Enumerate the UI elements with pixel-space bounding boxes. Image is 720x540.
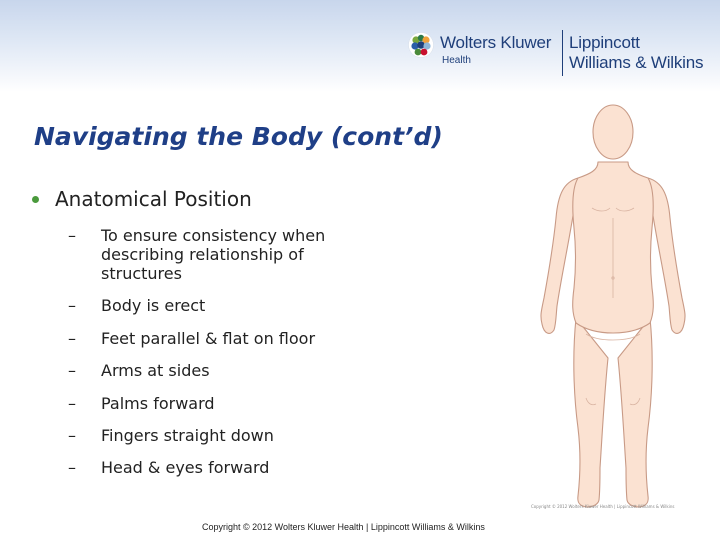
logo-divider: [562, 30, 563, 76]
dash-marker: –: [68, 394, 76, 413]
footer-copyright: Copyright © 2012 Wolters Kluwer Health |…: [202, 522, 485, 532]
imprint-name-line2: Williams & Wilkins: [569, 53, 704, 72]
bullet-dot-icon: [32, 196, 39, 203]
dash-marker: –: [68, 226, 76, 245]
slide-title: Navigating the Body (cont’d): [34, 122, 443, 151]
figure-right-leg: [617, 317, 653, 508]
publisher-logo: Wolters Kluwer Health Lippincott William…: [404, 28, 716, 82]
imprint-name-line1: Lippincott: [569, 33, 640, 52]
figure-head: [592, 104, 634, 160]
dash-marker: –: [68, 426, 76, 445]
publisher-division: Health: [442, 55, 471, 66]
figure-left-leg: [573, 317, 609, 508]
sub-bullet-text: Arms at sides: [101, 361, 210, 380]
wolters-kluwer-logo-icon: [408, 32, 434, 58]
figure-right-arm: [647, 177, 686, 334]
dash-marker: –: [68, 296, 76, 315]
sub-bullet-text: Body is erect: [101, 296, 206, 315]
header-band: [0, 0, 720, 92]
dash-marker: –: [68, 361, 76, 380]
anatomical-position-figure: [540, 104, 686, 508]
sub-bullet-text: Fingers straight down: [101, 426, 274, 445]
sub-bullet-text: Head & eyes forward: [101, 458, 270, 477]
publisher-name: Wolters Kluwer: [440, 33, 552, 52]
sub-bullet-text: To ensure consistency when describing re…: [101, 226, 326, 283]
sub-bullet-text: Palms forward: [101, 394, 215, 413]
main-bullet-text: Anatomical Position: [55, 187, 252, 211]
sub-bullet-text: Feet parallel & flat on floor: [101, 329, 316, 348]
figure-credit: Copyright © 2012 Wolters Kluwer Health |…: [531, 504, 675, 509]
dash-marker: –: [68, 329, 76, 348]
dash-marker: –: [68, 458, 76, 477]
figure-left-arm: [540, 177, 579, 334]
